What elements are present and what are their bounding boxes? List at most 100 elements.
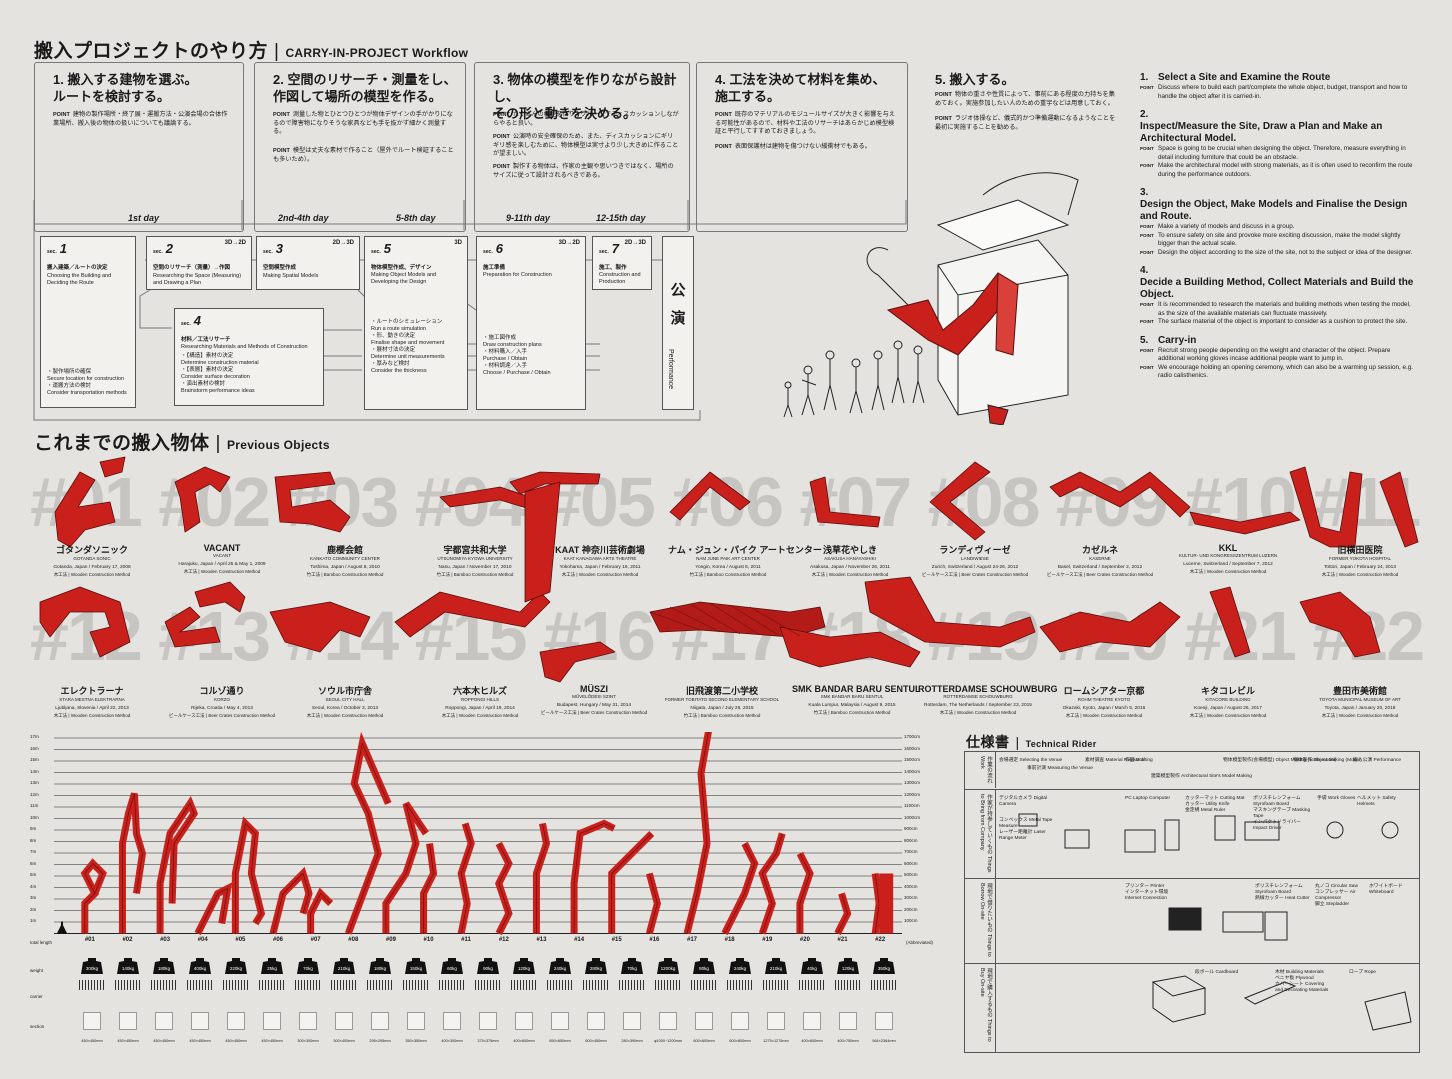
scale-id: #11 bbox=[461, 936, 471, 943]
section-item: 300×300mm bbox=[292, 1012, 324, 1043]
section-item: 295×295mm bbox=[364, 1012, 396, 1043]
section-shape-icon bbox=[191, 1012, 209, 1030]
scale-y-tick-right: 800cm bbox=[904, 837, 918, 843]
cardboard-icon bbox=[1151, 975, 1207, 1023]
scale-object-07 bbox=[307, 887, 334, 934]
carrier-people-icon bbox=[259, 980, 285, 990]
scale-id: #08 bbox=[348, 936, 359, 943]
rider-buy-item: ロープ Rope bbox=[1349, 970, 1376, 975]
section-shape-icon bbox=[407, 1012, 425, 1030]
scale-object-15 bbox=[608, 831, 655, 934]
weight-icon bbox=[153, 958, 175, 974]
scale-y-tick: 17m bbox=[30, 734, 39, 739]
rider-work-item: 会場選定 Selecting the Venue bbox=[999, 758, 1063, 763]
step-card-title: 4. 工法を決めて材料を集め、 施工する。 bbox=[715, 72, 886, 104]
helmet-icon bbox=[1326, 821, 1344, 839]
scale-object-18 bbox=[721, 841, 759, 936]
weight-item: 120kg bbox=[511, 954, 537, 990]
section-shape-icon bbox=[155, 1012, 173, 1030]
section-mode: 3D bbox=[454, 240, 462, 246]
scale-object-01 bbox=[80, 858, 107, 934]
scale-object-14 bbox=[570, 819, 616, 934]
step-en-4: 4.Decide a Building Method, Collect Mate… bbox=[1140, 265, 1414, 325]
scale-y-tick: 4m bbox=[30, 883, 37, 889]
carrier-people-icon bbox=[727, 980, 753, 990]
rider-work-item: 物体製作 Object Making (Model) bbox=[1293, 758, 1362, 763]
section-item: 1275×1275mm bbox=[760, 1012, 792, 1043]
abbreviated-label: (Abbreviated) bbox=[906, 940, 934, 945]
scale-id: #02 bbox=[122, 936, 133, 943]
scale-object-21 bbox=[834, 892, 852, 936]
section-item: 350×350mm bbox=[400, 1012, 432, 1043]
day-label: 5-8th day bbox=[396, 213, 436, 223]
step-card-title: 3. 物体の模型を作りながら設計し、 その形と動きを決める。 bbox=[493, 72, 677, 121]
section-title-en: Choosing the Building and Deciding the R… bbox=[47, 273, 112, 286]
weight-icon bbox=[765, 958, 787, 974]
weight-icon bbox=[693, 958, 715, 974]
step-card-title: 2. 空間のリサーチ・測量をし、 作図して場所の模型を作る。 bbox=[273, 72, 457, 104]
rider-borrow-item: ホワイトボード Whiteboard bbox=[1369, 884, 1403, 895]
scale-object-02 bbox=[118, 792, 147, 934]
carrier-people-icon bbox=[223, 980, 249, 990]
carrier-people-icon bbox=[619, 980, 645, 990]
scale-object-06 bbox=[269, 866, 313, 935]
carry-in-illustration bbox=[783, 172, 1079, 425]
scale-y-tick: 10m bbox=[30, 814, 39, 820]
person-scale-icon bbox=[57, 921, 67, 934]
section-title-en: Researching the Space (Measuring) and Dr… bbox=[153, 273, 242, 286]
rider-bring-item: PC Laptop Computer bbox=[1125, 796, 1171, 801]
carrier-people-icon bbox=[79, 980, 105, 990]
section-mode: 3D→2D bbox=[224, 240, 246, 246]
section-number: sec.1 bbox=[47, 241, 67, 256]
section-title-en: Preparation for Construction bbox=[483, 272, 552, 278]
weight-item: 210kg bbox=[331, 954, 357, 990]
scale-object-11 bbox=[457, 822, 475, 935]
section-title-jp: 空間のリサーチ（測量）→作図 bbox=[153, 265, 231, 271]
rider-bring-item: 手袋 Work Gloves bbox=[1317, 796, 1356, 801]
weight-item: 180kg bbox=[151, 954, 177, 990]
section-item: 375×375mm bbox=[472, 1012, 504, 1043]
scale-object-17 bbox=[683, 732, 712, 935]
workflow-title-en: CARRY-IN-PROJECT Workflow bbox=[285, 46, 469, 60]
scale-y-tick-right: 500cm bbox=[904, 872, 918, 877]
section-shape-icon bbox=[623, 1012, 641, 1030]
performance-en: Performance bbox=[667, 349, 674, 390]
scale-id: #06 bbox=[273, 936, 284, 943]
weight-item: 1200kg bbox=[655, 954, 681, 990]
section-item: 600×450mm bbox=[580, 1012, 612, 1043]
day-label: 1st day bbox=[128, 213, 160, 223]
section-item: 400×300mm bbox=[436, 1012, 468, 1043]
day-label: 12-15th day bbox=[596, 213, 646, 223]
technical-rider: 作業の流れ Work 作家が持参していくもの Things to Bring f… bbox=[964, 751, 1420, 1053]
scale-object-09 bbox=[382, 801, 429, 934]
section-label: section bbox=[30, 1024, 45, 1029]
section-shape-icon bbox=[731, 1012, 749, 1030]
weight-icon bbox=[117, 958, 139, 974]
weight-item: 60kg bbox=[439, 954, 465, 990]
scale-id: #14 bbox=[574, 936, 585, 943]
scale-object-10 bbox=[420, 843, 438, 934]
weight-item: 25kg bbox=[259, 954, 285, 990]
section-shape-icon bbox=[335, 1012, 353, 1030]
section-item: 450×450mm bbox=[76, 1012, 108, 1043]
carrier-label: carrier bbox=[30, 994, 43, 999]
